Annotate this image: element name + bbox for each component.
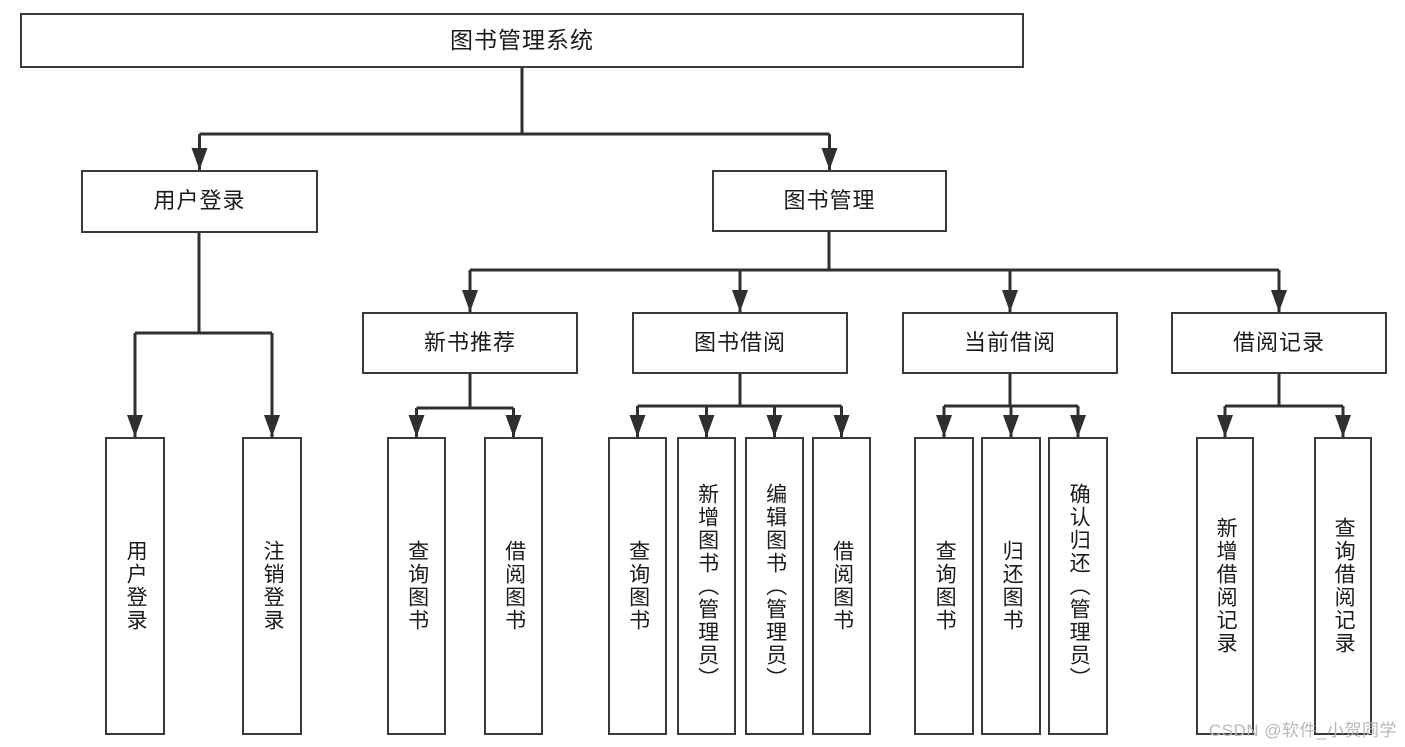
node-label: 借阅图书	[502, 540, 526, 632]
node-label: 确认归还（管理员）	[1067, 482, 1091, 690]
node-label: 新增图书（管理员）	[695, 482, 719, 690]
arrow-head-leaf-edit-book	[766, 415, 783, 437]
arrow-head-leaf-logout	[264, 415, 280, 437]
node-leaf-query-book-2[interactable]: 查询图书	[608, 437, 667, 735]
node-label: 图书管理	[783, 187, 876, 213]
node-label: 查询图书	[933, 540, 957, 632]
node-label: 新书推荐	[423, 329, 516, 355]
arrow-head-leaf-query-book-1	[408, 415, 425, 437]
arrow-head-leaf-add-book	[698, 415, 715, 437]
node-leaf-add-record[interactable]: 新增借阅记录	[1196, 437, 1254, 735]
node-leaf-query-book-1[interactable]: 查询图书	[387, 437, 446, 735]
node-label: 图书借阅	[693, 329, 786, 355]
node-label: 用户登录	[153, 188, 246, 214]
arrow-head-leaf-query-book-3	[936, 415, 952, 437]
node-leaf-add-book[interactable]: 新增图书（管理员）	[677, 437, 736, 735]
node-current-borrow[interactable]: 当前借阅	[902, 312, 1118, 374]
arrow-head-user-login	[191, 148, 208, 170]
arrow-head-leaf-borrow-book-2	[833, 415, 850, 437]
node-new-book-recommend[interactable]: 新书推荐	[362, 312, 578, 374]
arrow-head-leaf-confirm-return	[1070, 415, 1086, 437]
watermark-label: CSDN @软件_小贺同学	[1208, 721, 1397, 740]
arrow-head-leaf-return-book	[1003, 415, 1019, 437]
node-leaf-return-book[interactable]: 归还图书	[981, 437, 1041, 735]
node-label: 查询图书	[626, 540, 650, 632]
node-label: 归还图书	[1000, 540, 1024, 632]
node-label: 查询图书	[405, 540, 429, 632]
arrow-head-leaf-query-book-2	[629, 415, 646, 437]
node-leaf-user-login[interactable]: 用户登录	[105, 437, 165, 735]
node-leaf-logout[interactable]: 注销登录	[242, 437, 302, 735]
arrow-head-leaf-borrow-book-1	[505, 415, 522, 437]
node-user-login[interactable]: 用户登录	[81, 170, 318, 233]
node-leaf-borrow-book-2[interactable]: 借阅图书	[812, 437, 871, 735]
node-label: 新增借阅记录	[1214, 517, 1238, 655]
node-leaf-confirm-return[interactable]: 确认归还（管理员）	[1048, 437, 1108, 735]
node-leaf-query-book-3[interactable]: 查询图书	[914, 437, 974, 735]
arrow-head-borrow-record	[1271, 290, 1287, 312]
node-book-manage[interactable]: 图书管理	[712, 170, 947, 232]
node-root[interactable]: 图书管理系统	[20, 13, 1024, 68]
arrow-head-book-borrow	[732, 290, 748, 312]
node-label: 注销登录	[261, 540, 285, 632]
arrow-head-leaf-add-record	[1217, 415, 1233, 437]
node-label: 编辑图书（管理员）	[763, 482, 787, 690]
node-label: 借阅记录	[1232, 329, 1325, 355]
arrow-head-leaf-query-record	[1335, 415, 1351, 437]
node-borrow-record[interactable]: 借阅记录	[1171, 312, 1387, 374]
node-label: 当前借阅	[963, 329, 1056, 355]
node-leaf-borrow-book-1[interactable]: 借阅图书	[484, 437, 543, 735]
node-book-borrow[interactable]: 图书借阅	[632, 312, 848, 374]
node-label: 用户登录	[124, 540, 148, 632]
arrow-head-leaf-user-login	[127, 415, 143, 437]
arrow-head-current-borrow	[1002, 290, 1018, 312]
arrow-head-book-manage	[821, 148, 838, 170]
node-label: 查询借阅记录	[1332, 517, 1356, 655]
node-leaf-query-record[interactable]: 查询借阅记录	[1314, 437, 1372, 735]
node-label: 图书管理系统	[450, 26, 594, 53]
arrow-head-new-book-recommend	[462, 290, 478, 312]
node-leaf-edit-book[interactable]: 编辑图书（管理员）	[745, 437, 804, 735]
node-label: 借阅图书	[830, 540, 854, 632]
